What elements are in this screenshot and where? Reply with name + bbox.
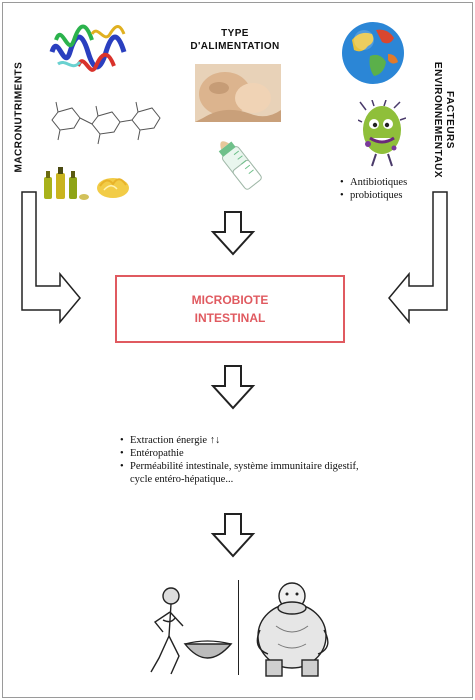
facteurs-line2: ENVIRONNEMENTAUX: [432, 61, 443, 179]
down-arrow-middle: [210, 365, 256, 410]
down-arrow-bottom: [210, 513, 256, 558]
effect-energy-text: Extraction énergie: [130, 435, 208, 446]
facteurs-line1: FACTEURS: [444, 91, 455, 149]
microbiote-line2: INTESTINAL: [194, 311, 266, 325]
globe-icon: [342, 22, 404, 84]
protein-structure-icon: [49, 24, 127, 72]
list-item-antibiotiques: Antibiotiques: [340, 176, 430, 189]
effects-list: Extraction énergie ↑↓ Entéropathie Permé…: [120, 434, 380, 486]
effect-enteropathy: Entéropathie: [120, 447, 380, 460]
breastfeeding-photo: [195, 64, 281, 122]
baby-bottle-icon: [218, 141, 262, 190]
facteurs-environnementaux-label: FACTEURS ENVIRONNEMENTAUX: [431, 60, 455, 180]
microbiote-box: MICROBIOTE INTESTINAL: [115, 275, 345, 343]
thin-man-illustration: [150, 587, 233, 675]
left-input-arrow: [21, 191, 81, 325]
up-down-arrows-icon: ↑↓: [209, 435, 221, 446]
effect-energy-extraction: Extraction énergie ↑↓: [120, 434, 380, 447]
env-factors-list: Antibiotiques probiotiques: [340, 176, 430, 202]
macronutriments-label: MACRONUTRIMENTS: [13, 61, 25, 173]
down-arrow-top: [210, 211, 256, 256]
type-title-line2: D'ALIMENTATION: [190, 41, 280, 52]
type-title-line1: TYPE: [221, 28, 249, 39]
type-alimentation-title: TYPE D'ALIMENTATION: [170, 27, 300, 53]
oil-bottles-icon: [44, 167, 89, 200]
obese-man-illustration: [256, 582, 329, 677]
butter-icon: [97, 178, 129, 198]
microbe-cartoon-icon: [358, 100, 406, 167]
list-item-probiotiques: probiotiques: [340, 189, 430, 202]
right-input-arrow: [388, 191, 448, 325]
effect-permeability: Perméabilité intestinale, système immuni…: [120, 460, 380, 486]
glucose-chain-icon: [51, 101, 161, 145]
illustration-divider: [238, 580, 239, 675]
microbiote-line1: MICROBIOTE: [191, 293, 269, 307]
